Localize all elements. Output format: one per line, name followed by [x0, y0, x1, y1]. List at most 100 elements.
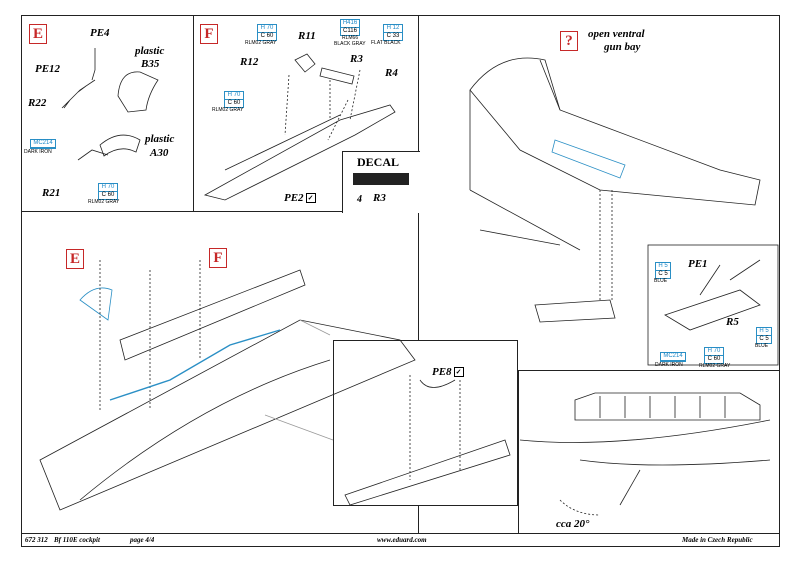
paint-code: H 5 [656, 263, 670, 271]
paint-code: H 70 [705, 348, 723, 356]
paint-h70-f-b: H 70 C 60 [224, 91, 244, 108]
paint-sub: C 60 [707, 356, 721, 362]
r3-part [319, 67, 355, 85]
paint-mc214: MC214 [30, 139, 56, 149]
pe2-text: PE2 [284, 192, 304, 204]
label-r4: R4 [385, 67, 398, 79]
step-e-badge: E [29, 24, 47, 44]
footer-title: Bf 110E cockpit [54, 536, 100, 544]
paint-h12: H 12 C 33 [383, 24, 403, 41]
paint-name: RLM66 [342, 35, 359, 41]
panel-pe8-frame [333, 340, 518, 506]
decal-title: DECAL [357, 155, 400, 169]
paint-sub: C 60 [101, 192, 115, 198]
plastic-b35-part [117, 71, 159, 113]
paint-code: MC214 [31, 140, 55, 148]
step-f-badge: F [200, 24, 218, 44]
footer-code: 672 312 [25, 536, 48, 544]
pe1-part [664, 289, 761, 331]
footer-page: page 4/4 [130, 536, 155, 544]
paint-h5-a: H 5 C 5 [655, 262, 671, 279]
paint-name: RLM02 GRAY [245, 40, 277, 46]
label-r12: R12 [240, 56, 259, 68]
paint-code: H416 [341, 20, 359, 28]
paint-name: BLUE [654, 278, 668, 284]
paint-code: H 12 [384, 25, 402, 33]
label-pe1: PE1 [688, 258, 708, 270]
paint-code: H 70 [99, 184, 117, 192]
r21-part [77, 149, 109, 161]
paint-name: DARK IRON [655, 362, 683, 368]
canopy-part [574, 392, 761, 421]
label-pe4: PE4 [90, 27, 110, 39]
paint-name: FLAT BLACK [371, 40, 401, 46]
paint-code: H 70 [225, 92, 243, 100]
cockpit-tub-part [203, 104, 396, 201]
caption-gun-bay: gun bay [604, 41, 641, 53]
paint-sub: C 60 [260, 33, 274, 39]
pe8-text: PE8 [432, 366, 452, 378]
label-plastic-a30-1: plastic [145, 133, 175, 145]
main-parts-blue [109, 329, 281, 401]
paint-sub: C 5 [759, 336, 769, 342]
paint-h70-e: H 70 C 60 [98, 183, 118, 200]
label-plastic-a30-2: A30 [150, 147, 169, 159]
label-r21: R21 [42, 187, 61, 199]
check-icon: ✓ [305, 193, 316, 204]
step-e-main-badge: E [66, 249, 84, 269]
check-icon: ✓ [453, 367, 464, 378]
question-badge: ? [560, 31, 578, 51]
label-plastic-b35-1: plastic [135, 45, 165, 57]
gun-assembly-part [534, 299, 616, 323]
pe8-part [344, 439, 511, 506]
label-decal-no: 4 [357, 194, 362, 205]
label-decal-r3: R3 [373, 192, 386, 204]
paint-sub: C 60 [227, 100, 241, 106]
paint-h70-gun: H 70 C 60 [704, 347, 724, 364]
decal-strip [353, 173, 409, 185]
footer-bar: 672 312 Bf 110E cockpit page 4/4 www.edu… [21, 533, 780, 547]
step-f-main-badge: F [209, 248, 227, 268]
paint-name: RLM02 GRAY [699, 363, 731, 369]
label-pe8: PE8✓ [432, 366, 464, 378]
r11-part [294, 53, 316, 73]
paint-mc214-gun: MC214 [660, 352, 686, 362]
label-pe12: PE12 [35, 63, 61, 75]
paint-name: RLM02 GRAY [212, 107, 244, 113]
paint-sub: C116 [343, 28, 357, 34]
paint-code: MC214 [661, 353, 685, 361]
decal-box: DECAL 4 R3 [342, 151, 420, 213]
paint-h5-b: H 5 C 5 [756, 327, 772, 344]
pe12-part [61, 79, 96, 109]
plastic-a30-part [99, 134, 141, 157]
label-pe2: PE2✓ [284, 192, 316, 204]
label-r22: R22 [28, 97, 47, 109]
label-r5: R5 [726, 316, 739, 328]
guns-down-part [619, 469, 641, 506]
fuselage-part [469, 57, 761, 206]
paint-name: BLACK GRAY [334, 41, 366, 47]
label-r3: R3 [350, 53, 363, 65]
paint-name: BLUE [755, 343, 769, 349]
footer-origin: Made in Czech Republic [682, 536, 753, 544]
paint-h416: H416 C116 [340, 19, 360, 36]
paint-name: RLM02 GRAY [88, 199, 120, 205]
paint-name: DARK IRON [24, 149, 52, 155]
paint-h70-f-a: H 70 C 60 [257, 24, 277, 41]
footer-url: www.eduard.com [377, 536, 427, 544]
main-canopy-part [79, 287, 113, 321]
label-angle: cca 20° [556, 518, 590, 530]
caption-open-ventral: open ventral [588, 28, 645, 40]
main-fuselage-part [39, 319, 416, 511]
gun-bay-part [551, 139, 626, 179]
paint-code: H 70 [258, 25, 276, 33]
label-plastic-b35-2: B35 [141, 58, 160, 70]
label-r11: R11 [298, 30, 316, 42]
paint-sub: C 5 [658, 271, 668, 277]
paint-code: H 5 [757, 328, 771, 336]
pe4-part [91, 48, 96, 81]
angle-arc [559, 499, 601, 516]
paint-sub: C 33 [386, 33, 400, 39]
